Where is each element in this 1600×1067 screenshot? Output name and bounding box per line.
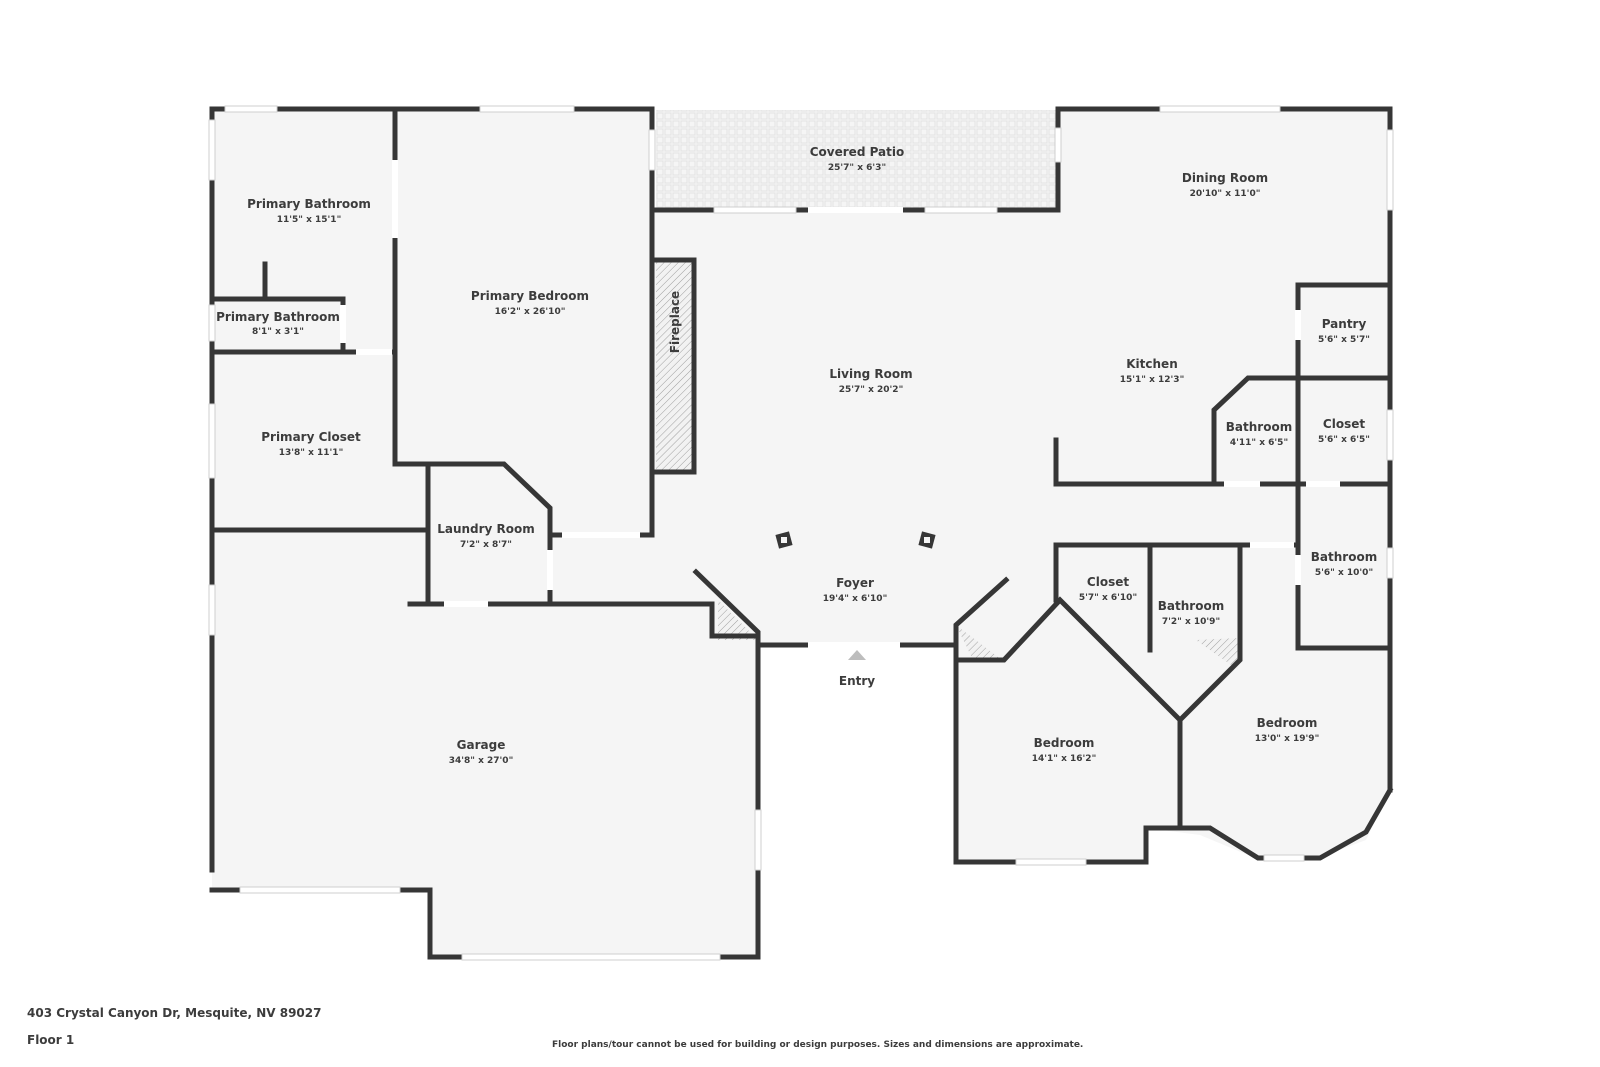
dims-primary-bathroom-small: 8'1" x 3'1"	[252, 327, 304, 337]
disclaimer: Floor plans/tour cannot be used for buil…	[552, 1040, 1084, 1050]
label-kitchen: Kitchen	[1126, 357, 1178, 371]
floor-fills	[212, 110, 1390, 957]
dims-primary-bedroom: 16'2" x 26'10"	[495, 307, 566, 317]
dims-dining-room: 20'10" x 11'0"	[1190, 189, 1261, 199]
label-bathroom-east: Bathroom	[1311, 550, 1377, 564]
dims-bathroom-hall: 4'11" x 6'5"	[1230, 438, 1288, 448]
dims-primary-closet: 13'8" x 11'1"	[279, 448, 344, 458]
dims-garage: 34'8" x 27'0"	[449, 756, 514, 766]
hatch-wedge-garage	[718, 600, 758, 640]
dims-bathroom-east: 5'6" x 10'0"	[1315, 568, 1373, 578]
column-right-core	[924, 537, 930, 543]
label-foyer: Foyer	[836, 576, 874, 590]
door-openings	[340, 160, 1340, 648]
label-fireplace: Fireplace	[668, 291, 682, 353]
property-address: 403 Crystal Canyon Dr, Mesquite, NV 8902…	[27, 1006, 322, 1020]
label-garage: Garage	[457, 738, 506, 752]
floor-label: Floor 1	[27, 1033, 75, 1047]
label-primary-bedroom: Primary Bedroom	[471, 289, 589, 303]
dims-primary-bathroom: 11'5" x 15'1"	[277, 215, 342, 225]
label-covered-patio: Covered Patio	[810, 145, 905, 159]
dims-bedroom-east: 13'0" x 19'9"	[1255, 734, 1320, 744]
covered-patio-floor	[656, 110, 1058, 210]
label-bedroom-west: Bedroom	[1034, 736, 1095, 750]
label-closet-bed: Closet	[1087, 575, 1129, 589]
column-left-core	[781, 537, 787, 543]
label-living-room: Living Room	[829, 367, 912, 381]
entry-arrow-icon	[848, 650, 866, 660]
room-labels: Primary Bathroom 11'5" x 15'1" Primary B…	[216, 145, 1377, 766]
dims-foyer: 19'4" x 6'10"	[823, 594, 888, 604]
hatch-wedge-bedroom	[956, 625, 1002, 662]
windows	[208, 105, 1394, 961]
label-closet-east: Closet	[1323, 417, 1365, 431]
label-primary-closet: Primary Closet	[261, 430, 361, 444]
label-pantry: Pantry	[1322, 317, 1367, 331]
label-primary-bathroom: Primary Bathroom	[247, 197, 371, 211]
dims-laundry-room: 7'2" x 8'7"	[460, 540, 512, 550]
dims-pantry: 5'6" x 5'7"	[1318, 335, 1370, 345]
label-dining-room: Dining Room	[1182, 171, 1268, 185]
dims-closet-east: 5'6" x 6'5"	[1318, 435, 1370, 445]
label-bedroom-east: Bedroom	[1257, 716, 1318, 730]
dims-bedroom-west: 14'1" x 16'2"	[1032, 754, 1097, 764]
label-primary-bathroom-small: Primary Bathroom	[216, 310, 340, 324]
dims-bathroom-bed: 7'2" x 10'9"	[1162, 617, 1220, 627]
dims-closet-bed: 5'7" x 6'10"	[1079, 593, 1137, 603]
dims-covered-patio: 25'7" x 6'3"	[828, 163, 886, 173]
dims-living-room: 25'7" x 20'2"	[839, 385, 904, 395]
fireplace-hatch	[656, 260, 694, 472]
dims-kitchen: 15'1" x 12'3"	[1120, 375, 1185, 385]
hatch-wedge-bath	[1196, 638, 1240, 670]
label-entry: Entry	[839, 674, 875, 688]
label-bathroom-hall: Bathroom	[1226, 420, 1292, 434]
label-bathroom-bed: Bathroom	[1158, 599, 1224, 613]
label-laundry-room: Laundry Room	[437, 522, 535, 536]
